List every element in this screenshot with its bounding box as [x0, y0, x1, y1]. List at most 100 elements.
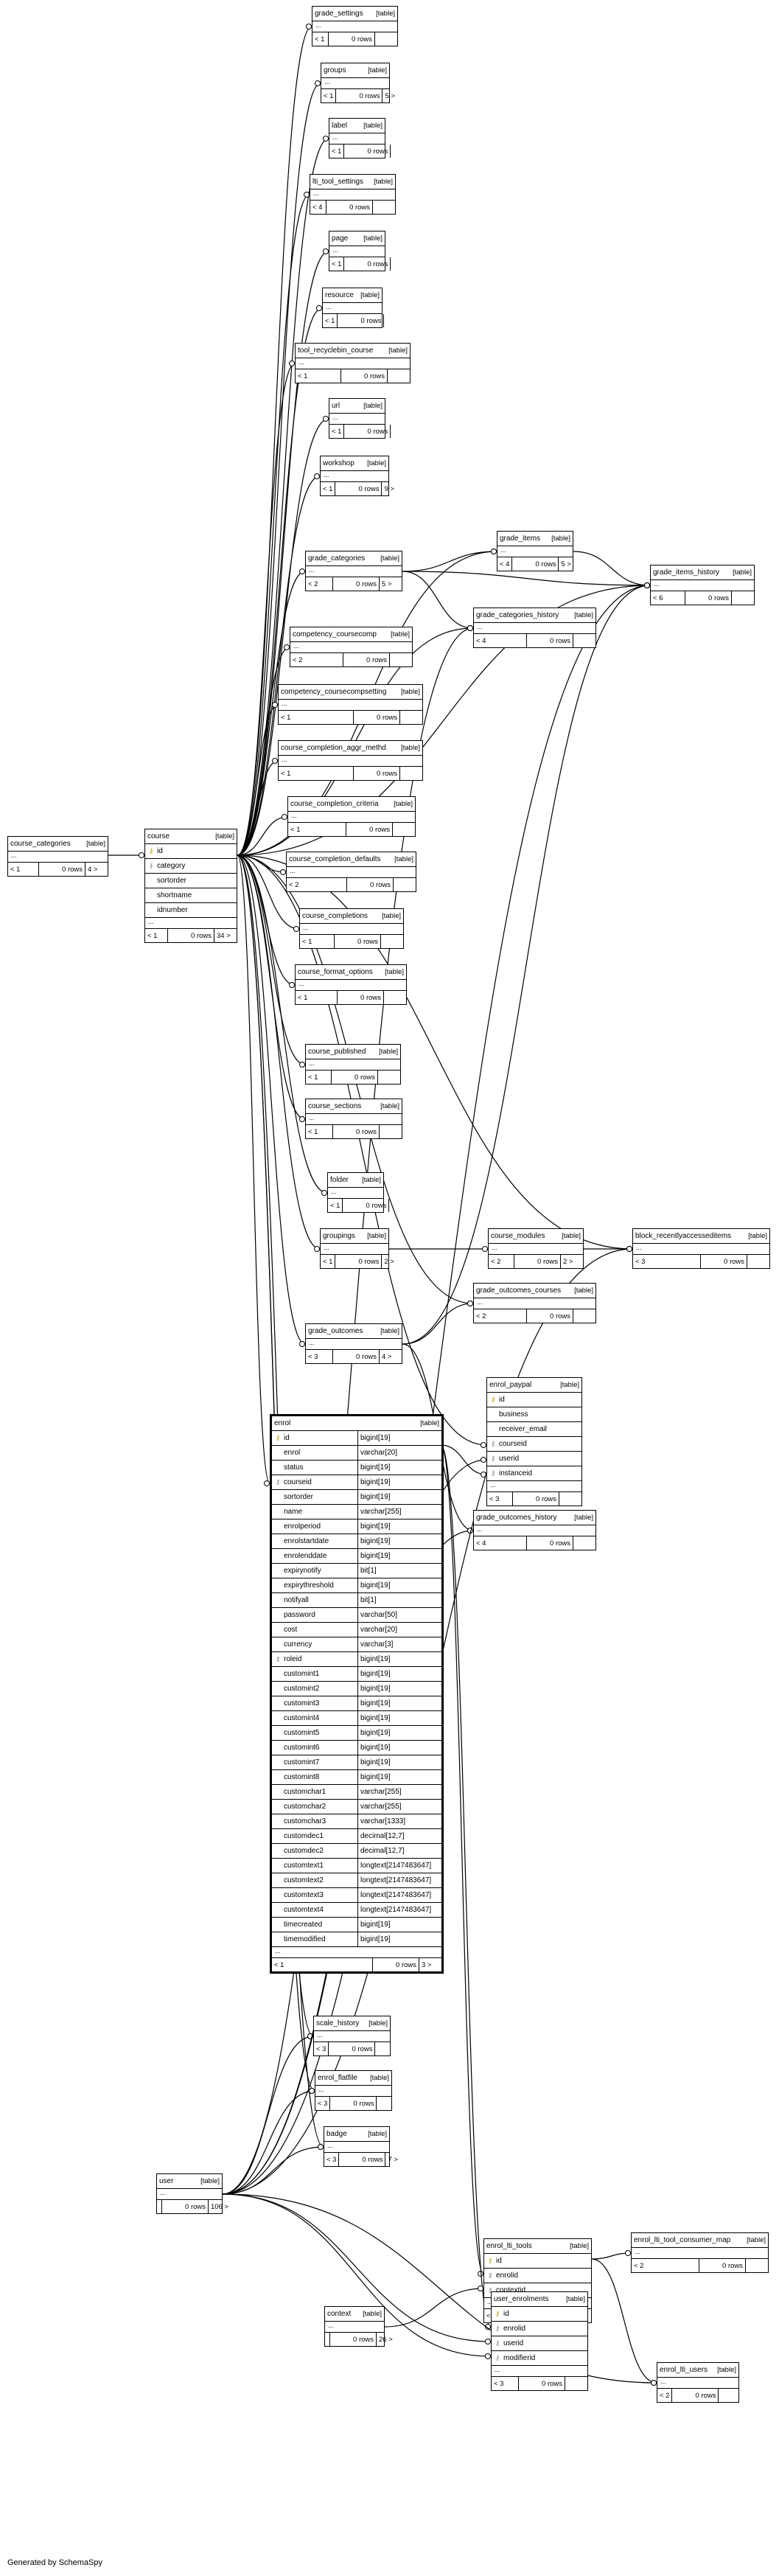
course_completion_criteria-header[interactable]: course_completion_criteria[table]	[288, 797, 415, 812]
table-enrol-lti-tool-consumer-map[interactable]: enrol_lti_tool_consumer_map[table]...< 2…	[631, 2232, 769, 2273]
grade_settings-header[interactable]: grade_settings[table]	[312, 7, 397, 21]
table-user-enrolments[interactable]: user_enrolments[table]⚷id⚷enrolid⚷userid…	[491, 2291, 588, 2391]
user-header[interactable]: user[table]	[157, 2174, 222, 2189]
block_recentlyaccesseditems-header[interactable]: block_recentlyaccesseditems[table]	[633, 1229, 769, 1244]
column-row[interactable]: ⚷modifierid	[492, 2351, 587, 2366]
column-row[interactable]: idnumber	[145, 903, 237, 918]
enrol_lti_users-header[interactable]: enrol_lti_users[table]	[657, 2363, 738, 2378]
badge-header[interactable]: badge[table]	[324, 2127, 389, 2142]
competency_coursecomp-header[interactable]: competency_coursecomp[table]	[290, 627, 412, 642]
grade_items-header[interactable]: grade_items[table]	[497, 532, 573, 546]
course_completion_defaults-header[interactable]: course_completion_defaults[table]	[287, 852, 416, 867]
column-row[interactable]: receiver_email	[487, 1422, 581, 1437]
grade_outcomes-header[interactable]: grade_outcomes[table]	[306, 1324, 402, 1339]
lti_tool_settings-header[interactable]: lti_tool_settings[table]	[310, 175, 395, 189]
label-header[interactable]: label[table]	[329, 119, 385, 133]
workshop-header[interactable]: workshop[table]	[321, 456, 388, 471]
groupings-header[interactable]: groupings[table]	[321, 1229, 388, 1244]
column-row[interactable]: ⚷id	[487, 1393, 581, 1407]
grade_items_history-header[interactable]: grade_items_history[table]	[651, 565, 754, 580]
column-row[interactable]: ⚷instanceid	[487, 1466, 581, 1481]
user_enrolments-header[interactable]: user_enrolments[table]	[492, 2292, 587, 2307]
enrol_flatfile-header[interactable]: enrol_flatfile[table]	[315, 2071, 391, 2086]
enrol_lti_tools-header[interactable]: enrol_lti_tools[table]	[484, 2239, 591, 2254]
column-row[interactable]: ⚷courseid	[487, 1437, 581, 1452]
course-header[interactable]: course[table]	[145, 829, 237, 844]
resource-header[interactable]: resource[table]	[323, 288, 382, 303]
scale_history-header[interactable]: scale_history[table]	[314, 2016, 390, 2031]
course_sections-header[interactable]: course_sections[table]	[306, 1099, 402, 1114]
course_completions-header[interactable]: course_completions[table]	[300, 909, 403, 924]
grade_categories_history-header[interactable]: grade_categories_history[table]	[474, 608, 595, 623]
column-row[interactable]: ⚷enrolid	[484, 2269, 591, 2283]
page-header[interactable]: page[table]	[329, 232, 385, 246]
column-row[interactable]: ⚷category	[145, 859, 237, 874]
groups-header[interactable]: groups[table]	[321, 63, 389, 78]
enrol_lti_tool_consumer_map-header[interactable]: enrol_lti_tool_consumer_map[table]	[632, 2233, 768, 2248]
context-header[interactable]: context[table]	[325, 2307, 384, 2322]
table-course-completion-aggr-methd[interactable]: course_completion_aggr_methd[table]...< …	[278, 740, 423, 781]
table-competency-coursecompsetting[interactable]: competency_coursecompsetting[table]...< …	[278, 684, 423, 725]
tool_recyclebin_course-header[interactable]: tool_recyclebin_course[table]	[296, 344, 410, 358]
column-row[interactable]: ⚷id	[492, 2307, 587, 2322]
url-header[interactable]: url[table]	[329, 399, 385, 414]
column-row[interactable]: shortname	[145, 888, 237, 903]
grade_outcomes_courses-header[interactable]: grade_outcomes_courses[table]	[474, 1284, 595, 1298]
